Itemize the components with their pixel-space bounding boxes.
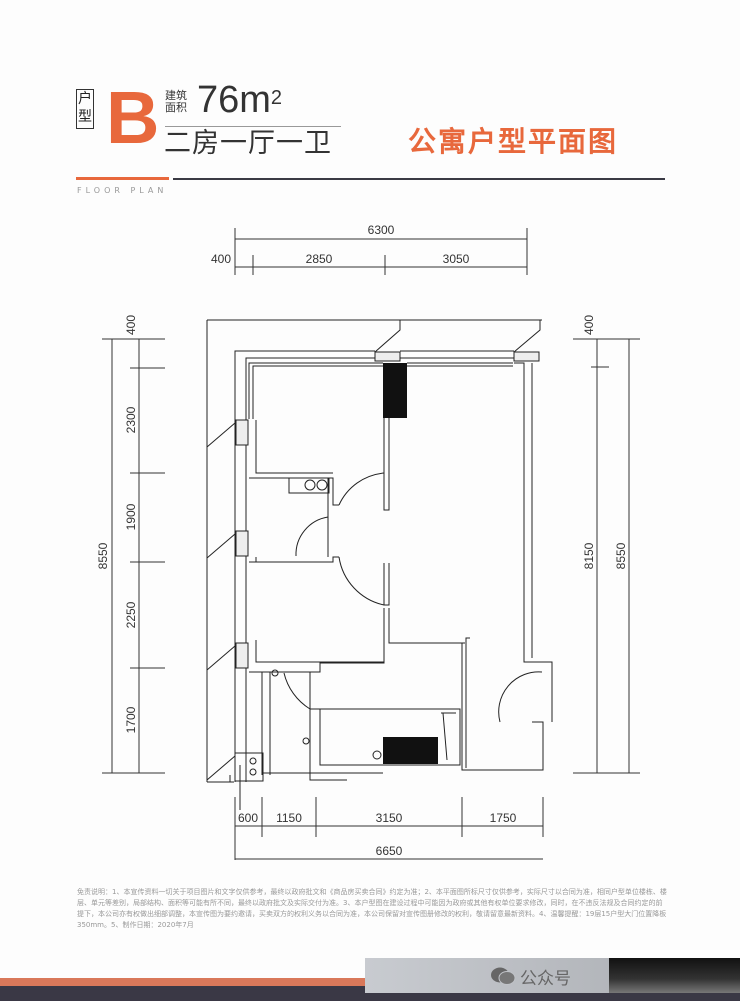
header-rule — [173, 178, 665, 180]
area-number: 76m — [197, 79, 271, 121]
door-icon — [295, 516, 329, 557]
dim-left-segment: 400 — [124, 315, 138, 335]
wechat-icon — [491, 967, 516, 985]
door-icon — [338, 472, 385, 506]
dim-left-total: 8550 — [96, 542, 110, 569]
area-label: 建筑 面积 — [165, 90, 187, 114]
area-unit-sup: 2 — [270, 87, 283, 109]
dim-left-segment: 1900 — [124, 503, 138, 530]
footer-accent-band — [0, 978, 380, 986]
unit-type-letter: B — [106, 76, 160, 159]
ac-units — [206, 320, 541, 781]
dim-bottom-segment: 1750 — [490, 811, 517, 825]
accent-rule — [76, 177, 169, 180]
watermark-box — [365, 958, 610, 993]
dim-right-total: 8550 — [614, 542, 628, 569]
door-swings — [283, 472, 543, 723]
unit-type-label: 户型 — [76, 89, 94, 129]
door-icon — [338, 556, 385, 606]
area-label-line2: 面积 — [165, 101, 187, 114]
layout-text: 二房一厅一卫 — [164, 128, 332, 159]
dim-bottom-segment: 3150 — [376, 811, 403, 825]
dim-bottom-segment: 1150 — [276, 811, 302, 825]
dim-bottom-total: 6650 — [376, 844, 403, 858]
dim-left-segment: 1700 — [124, 706, 138, 733]
area-value: 76m2 — [197, 78, 282, 122]
floor-plan-subtitle: FLOOR PLAN — [77, 186, 168, 195]
dim-left-segment: 2300 — [124, 406, 138, 433]
door-icon — [498, 671, 543, 723]
dim-right-segment: 400 — [582, 315, 596, 335]
disclaimer-text: 免责说明：1、本宣传资料一切关于项目图片和文字仅供参考，最终以政府批文和《商品房… — [77, 888, 667, 929]
door-icon — [283, 672, 311, 710]
area-label-line1: 建筑 — [165, 89, 187, 102]
watermark-text: 公众号 — [520, 969, 571, 989]
walls — [206, 319, 553, 810]
dim-right-segment: 8150 — [582, 542, 596, 569]
dimension-lines — [102, 228, 640, 860]
dim-top-segment: 400 — [211, 252, 231, 266]
divider — [165, 126, 341, 127]
dim-top-segment: 2850 — [306, 252, 333, 266]
structural-columns — [383, 363, 438, 764]
watermark-overlay — [609, 958, 740, 993]
dim-bottom-segment: 600 — [238, 811, 258, 825]
dim-top-total: 6300 — [368, 223, 395, 237]
dim-left-segment: 2250 — [124, 601, 138, 628]
dim-top-segment: 3050 — [443, 252, 470, 266]
page-title: 公寓户型平面图 — [408, 125, 619, 158]
